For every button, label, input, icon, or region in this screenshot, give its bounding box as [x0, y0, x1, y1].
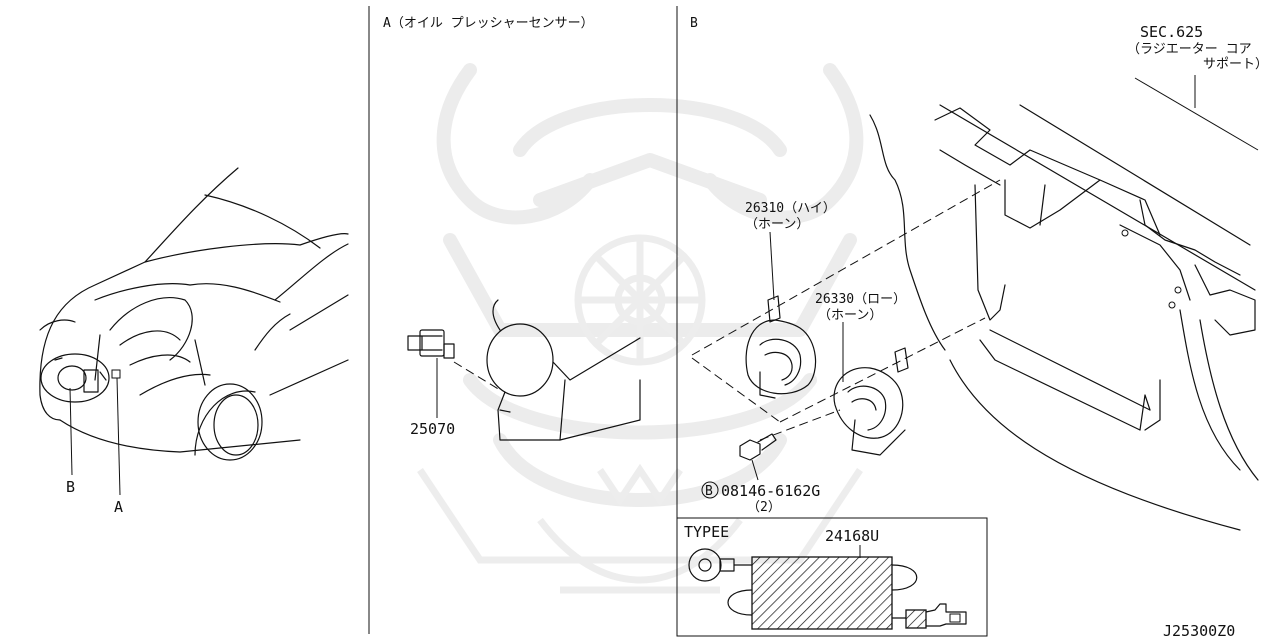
samurai-helmet-watermark — [417, 63, 864, 594]
overview-label-a: A — [114, 498, 123, 516]
bolt-quantity: （2） — [747, 500, 781, 515]
horn-low-part-number[interactable]: 26330（ロー） — [815, 292, 906, 307]
horn-high-part-number[interactable]: 26310（ハイ） — [745, 201, 836, 216]
bolt-part-number[interactable]: 08146-6162G — [721, 482, 820, 500]
sec-reference[interactable]: SEC.625 — [1140, 23, 1203, 41]
type-inset-box — [676, 517, 988, 637]
horn-low-drawing — [833, 347, 909, 456]
sec-leader-diagonal — [1134, 77, 1259, 151]
oil-pressure-sensor-drawing — [407, 299, 641, 441]
diagram-code: J25300Z0 — [1163, 622, 1235, 638]
mount-ref-line-3 — [779, 317, 986, 423]
horn-low-name: （ホーン） — [818, 308, 882, 323]
horn-high-drawing — [745, 295, 817, 399]
sec-description-line2: サポート） — [1203, 57, 1268, 72]
sec-description-line1: （ラジエーター コア — [1127, 42, 1252, 57]
overview-label-b: B — [66, 478, 75, 496]
panel-a-title: A（オイル プレッシャーセンサー） — [383, 16, 594, 31]
horn-high-name: （ホーン） — [745, 217, 809, 232]
radiator-core-support — [869, 104, 1259, 531]
mount-ref-line-2 — [691, 357, 781, 423]
bolt-symbol: B — [705, 484, 713, 499]
harness-part-number[interactable]: 24168U — [825, 527, 879, 545]
panel-b-title: B — [690, 16, 698, 31]
bolt-symbol-circle — [701, 481, 719, 499]
oil-sensor-part-number[interactable]: 25070 — [410, 420, 455, 438]
bolt-drawing — [739, 433, 777, 481]
mount-ref-line-1 — [691, 179, 1001, 356]
harness-drawing — [688, 548, 967, 630]
type-label: TYPEE — [684, 523, 729, 541]
horn-high-leader — [769, 231, 775, 301]
car-overview — [39, 167, 349, 496]
